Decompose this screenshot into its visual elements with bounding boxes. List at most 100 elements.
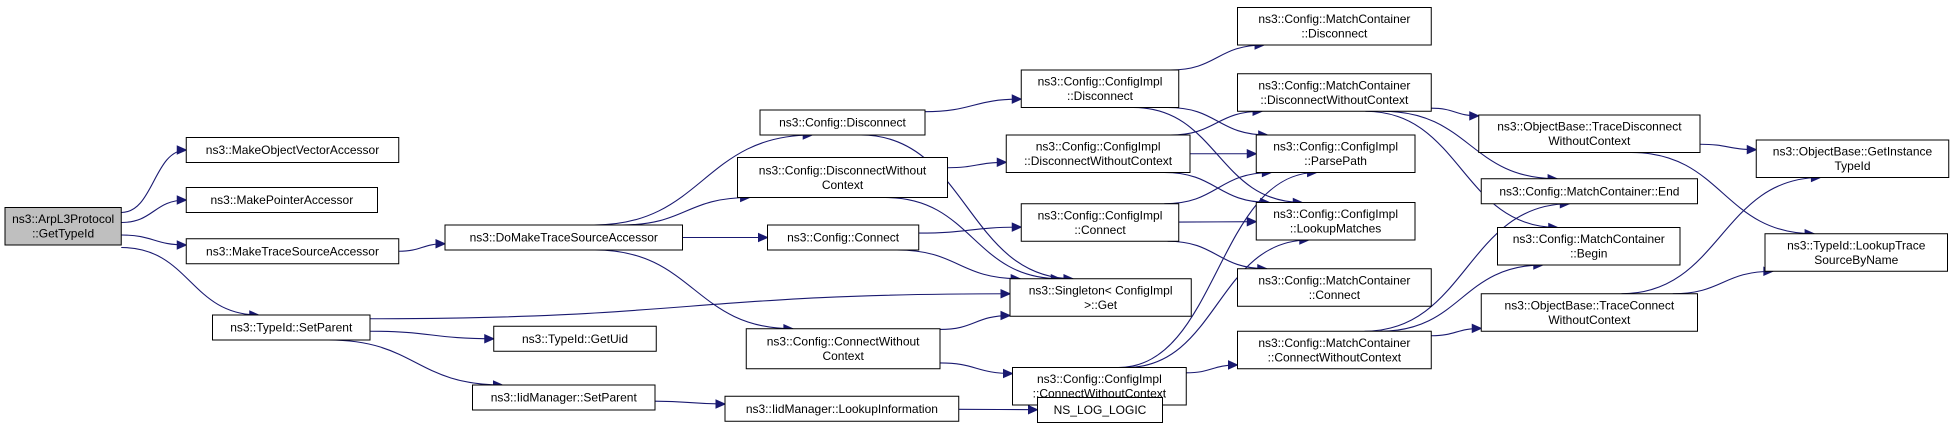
node-label-line: ns3::TypeId::LookupTrace <box>1787 238 1926 252</box>
edge-cidwc-to-lm <box>1164 171 1270 204</box>
edge-ccwc-to-sing <box>939 314 1011 331</box>
node-label-line: ns3::Config::ConfigImpl <box>1037 372 1162 386</box>
edge-root-to-mtsa <box>121 234 187 246</box>
node-gu[interactable]: ns3::TypeId::GetUid <box>493 325 657 352</box>
node-box <box>185 187 378 213</box>
arrowhead-mcdwc-to-obtd <box>1469 111 1480 121</box>
edge-dmtsa-to-cdis <box>594 134 813 226</box>
node-ccwc[interactable]: ns3::Config::ConnectWithoutContext <box>745 328 941 370</box>
edge-cdwc-to-sing <box>885 196 1061 280</box>
node-label-line: ns3::Config::MatchContainer <box>1258 336 1410 350</box>
node-cicon[interactable]: ns3::Config::ConfigImpl::Connect <box>1020 203 1180 242</box>
node-label-line: NS_LOG_LOGIC <box>1054 403 1147 417</box>
node-label-line: ns3::Config::ConfigImpl <box>1273 207 1398 221</box>
arrowhead-obtd-to-obgi <box>1746 144 1758 155</box>
node-mcend[interactable]: ns3::Config::MatchContainer::End <box>1480 178 1698 205</box>
node-mpa[interactable]: ns3::MakePointerAccessor <box>185 187 378 213</box>
node-ccon[interactable]: ns3::Config::Connect <box>767 224 920 251</box>
node-imli[interactable]: ns3::IidManager::LookupInformation <box>724 395 960 422</box>
node-box <box>1764 233 1948 272</box>
node-box <box>4 207 122 246</box>
edge-cicwc-to-pp <box>1118 171 1317 369</box>
edge-cidwc-to-mcdwc <box>1170 110 1263 136</box>
node-label-line: Context <box>822 178 864 192</box>
edge-mcdwc-to-mcbeg <box>1365 110 1558 229</box>
node-root[interactable]: ns3::ArpL3Protocol::GetTypeId <box>4 207 122 246</box>
node-box <box>1480 293 1698 332</box>
node-cdis[interactable]: ns3::Config::Disconnect <box>759 109 926 136</box>
arrowhead-ccwc-to-sing <box>1000 310 1012 321</box>
node-label-line: ::LookupMatches <box>1290 222 1381 236</box>
node-label-line: ns3::Config::MatchContainer <box>1513 232 1665 246</box>
edge-ccon-to-cicon <box>918 226 1022 234</box>
node-box <box>1037 397 1163 423</box>
edge-sp-to-imsp <box>328 339 503 386</box>
arrowhead-root-to-mpa <box>176 195 188 205</box>
edge-cdis-to-sing <box>860 134 1073 280</box>
node-box <box>1478 114 1701 153</box>
node-mccon[interactable]: ns3::Config::MatchContainer::Connect <box>1237 268 1432 307</box>
node-label-line: ns3::Config::MatchContainer <box>1258 78 1410 92</box>
node-lm[interactable]: ns3::Config::ConfigImpl::LookupMatches <box>1255 202 1416 241</box>
node-label-line: WithoutContext <box>1548 134 1631 148</box>
node-mova[interactable]: ns3::MakeObjectVectorAccessor <box>185 137 400 163</box>
node-box <box>472 384 656 411</box>
node-label-line: WithoutContext <box>1548 313 1631 327</box>
node-sp[interactable]: ns3::TypeId::SetParent <box>212 314 371 341</box>
node-pp[interactable]: ns3::Config::ConfigImpl::ParsePath <box>1255 134 1416 173</box>
edge-obtd-to-tilt <box>1631 151 1815 235</box>
edge-imsp-to-imli <box>654 400 726 405</box>
node-nll[interactable]: NS_LOG_LOGIC <box>1037 397 1163 423</box>
node-imsp[interactable]: ns3::IidManager::SetParent <box>472 384 656 411</box>
node-sing[interactable]: ns3::Singleton< ConfigImpl >::Get <box>1009 278 1192 317</box>
arrowhead-mccwc-to-obtc <box>1471 323 1483 334</box>
node-box <box>724 395 960 422</box>
node-box <box>185 238 400 265</box>
node-box <box>759 109 926 136</box>
edge-root-to-sp <box>121 246 259 316</box>
node-box <box>493 325 657 352</box>
arrowhead-cdwc-to-cidwc <box>996 157 1008 168</box>
edge-dmtsa-to-cdwc <box>621 196 750 226</box>
arrowhead-mtsa-to-dmtsa <box>435 238 447 249</box>
edge-cidis-to-mcdis <box>1170 44 1265 71</box>
node-label-line: Context <box>822 349 864 363</box>
edge-cdis-to-cidis <box>924 98 1022 113</box>
node-mcdwc[interactable]: ns3::Config::MatchContainer::DisconnectW… <box>1237 73 1432 112</box>
node-obtd[interactable]: ns3::ObjectBase::TraceDisconnectWithoutC… <box>1478 114 1701 153</box>
node-label-line: ::Disconnect <box>1301 27 1368 41</box>
node-mcdis[interactable]: ns3::Config::MatchContainer::Disconnect <box>1237 7 1432 46</box>
node-box <box>1497 227 1681 266</box>
node-label-line: ns3::TypeId::GetUid <box>522 332 628 346</box>
node-mtsa[interactable]: ns3::MakeTraceSourceAccessor <box>185 238 400 265</box>
edge-cicon-to-mccon <box>1167 240 1267 270</box>
node-label-line: ns3::Config::MatchContainer <box>1258 12 1410 26</box>
node-cidis[interactable]: ns3::Config::ConfigImpl::Disconnect <box>1020 69 1180 108</box>
node-cdwc[interactable]: ns3::Config::DisconnectWithoutContext <box>737 157 948 198</box>
node-label-line: ns3::ArpL3Protocol <box>12 212 114 226</box>
edge-root-to-mova <box>121 149 187 214</box>
node-mcbeg[interactable]: ns3::Config::MatchContainer::Begin <box>1497 227 1681 266</box>
node-label-line: ns3::Singleton< ConfigImpl <box>1029 283 1173 297</box>
node-obtc[interactable]: ns3::ObjectBase::TraceConnectWithoutCont… <box>1480 293 1698 332</box>
node-box <box>1755 139 1950 178</box>
edge-cicwc-to-lm <box>1126 239 1309 369</box>
edge-dmtsa-to-ccwc <box>595 249 793 330</box>
edge-cidis-to-pp <box>1167 106 1268 136</box>
node-box <box>185 137 400 163</box>
node-box <box>212 314 371 341</box>
node-label-line: ns3::Config::ConfigImpl <box>1036 140 1161 154</box>
node-dmtsa[interactable]: ns3::DoMakeTraceSourceAccessor <box>444 224 683 251</box>
node-label-line: ns3::DoMakeTraceSourceAccessor <box>470 231 658 245</box>
arrowhead-sp-to-gu <box>484 333 495 344</box>
arrowhead-root-to-mova <box>176 145 188 155</box>
node-mccwc[interactable]: ns3::Config::MatchContainer::ConnectWith… <box>1237 330 1432 370</box>
node-box <box>1480 178 1698 205</box>
arrowhead-cdis-to-cidis <box>1011 94 1023 104</box>
node-cidwc[interactable]: ns3::Config::ConfigImpl::DisconnectWitho… <box>1005 134 1191 173</box>
node-label-line: ns3::MakeTraceSourceAccessor <box>206 244 379 258</box>
edge-obtc-to-obgi <box>1621 176 1821 295</box>
